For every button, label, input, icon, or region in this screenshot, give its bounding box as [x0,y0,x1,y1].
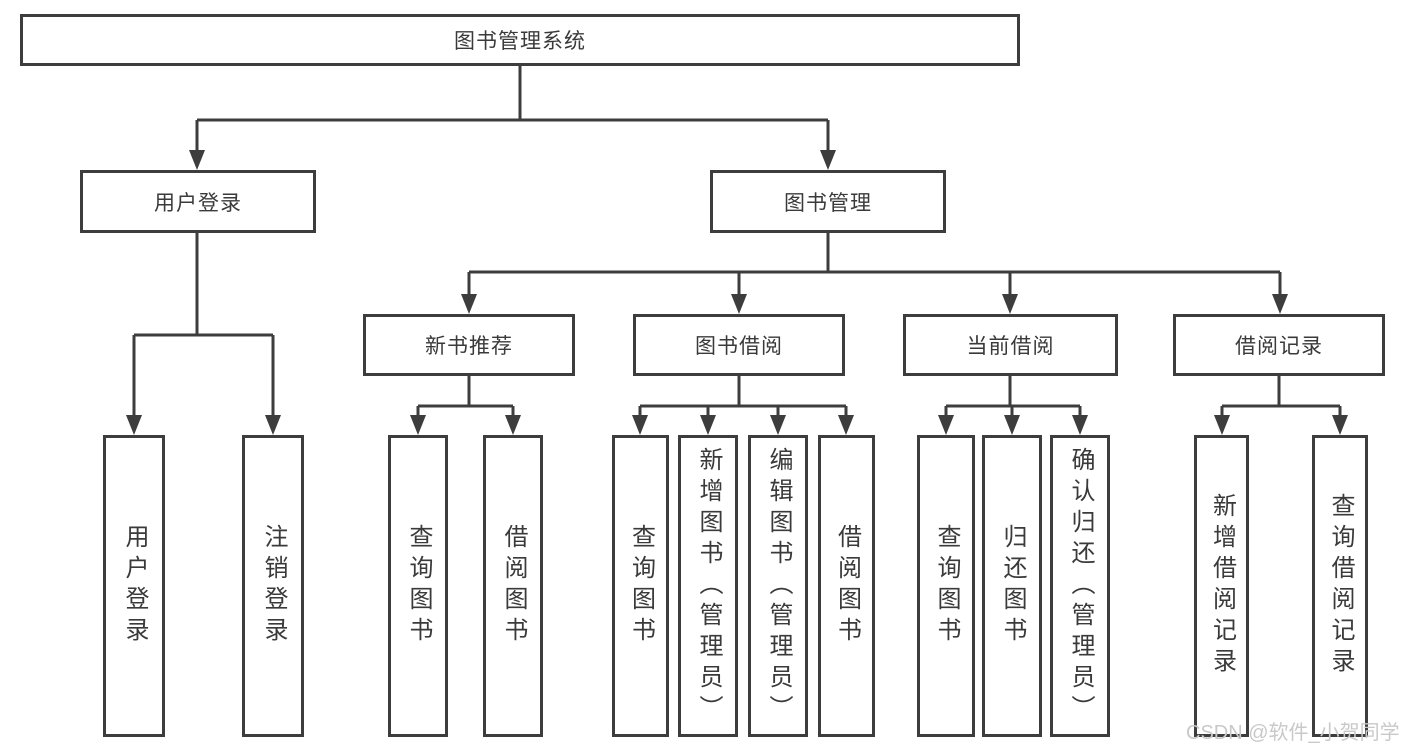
leaf-bb-add-books-admin-label: 新增图书（管理员） [695,446,722,726]
node-user-login: 用户登录 [80,170,316,233]
leaf-cb-return-books: 归还图书 [982,435,1042,737]
arrowhead [1272,294,1288,314]
connector-current-borrow [938,376,1088,435]
arrowhead [265,415,281,435]
leaf-bb-borrow-books: 借阅图书 [818,435,875,737]
arrowhead [700,415,716,435]
leaf-cb-query-books-label: 查询图书 [933,524,960,648]
leaf-nbr-query-books: 查询图书 [388,435,448,737]
node-root-label: 图书管理系统 [454,30,586,53]
leaf-nbr-query-books-label: 查询图书 [405,524,432,648]
connector-book-borrow [632,376,854,435]
leaf-bb-edit-books-admin-label: 编辑图书（管理员） [765,446,792,726]
arrowhead [820,150,836,170]
leaf-nbr-borrow-books: 借阅图书 [483,435,543,737]
node-new-book-rec-label: 新书推荐 [425,335,513,358]
node-new-book-rec: 新书推荐 [363,314,575,376]
leaf-user-login-label: 用户登录 [121,524,148,648]
arrowhead [838,415,854,435]
leaf-cb-confirm-return-admin: 确认归还（管理员） [1050,435,1110,737]
leaf-logout: 注销登录 [242,435,304,737]
leaf-br-add-record: 新增借阅记录 [1194,435,1249,737]
arrowhead [632,415,648,435]
leaf-br-query-record: 查询借阅记录 [1312,435,1368,737]
leaf-br-query-record-label: 查询借阅记录 [1327,493,1354,679]
arrowhead [1002,294,1018,314]
leaf-nbr-borrow-books-label: 借阅图书 [500,524,527,648]
arrowhead [1004,415,1020,435]
csdn-watermark: CSDN @软件_小贺同学 [1186,722,1400,744]
node-book-borrow-label: 图书借阅 [695,335,783,358]
node-book-mgmt-label: 图书管理 [784,191,872,215]
connector-root [189,65,836,170]
node-borrow-records: 借阅记录 [1173,314,1385,376]
leaf-cb-return-books-label: 归还图书 [999,524,1026,648]
connector-user-login [126,233,281,435]
connector-book-mgmt [461,233,1288,314]
leaf-cb-query-books: 查询图书 [917,435,975,737]
node-book-mgmt: 图书管理 [710,170,946,233]
leaf-bb-query-books-label: 查询图书 [627,524,655,648]
node-borrow-records-label: 借阅记录 [1235,335,1323,358]
arrowhead [410,415,426,435]
arrowhead [505,415,521,435]
node-current-borrow-label: 当前借阅 [966,335,1055,358]
arrowhead [461,294,477,314]
leaf-cb-confirm-return-admin-label: 确认归还（管理员） [1067,446,1094,726]
connector-borrow-records [1214,376,1348,435]
connector-new-book-rec [410,376,521,435]
leaf-user-login: 用户登录 [103,435,165,737]
leaf-bb-borrow-books-label: 借阅图书 [833,524,861,648]
arrowhead [189,150,205,170]
arrowhead [938,415,954,435]
arrowhead [1214,415,1230,435]
node-user-login-label: 用户登录 [154,191,242,215]
arrowhead [770,415,786,435]
arrowhead [1332,415,1348,435]
arrowhead [126,415,142,435]
leaf-bb-add-books-admin: 新增图书（管理员） [678,435,738,737]
leaf-br-add-record-label: 新增借阅记录 [1208,493,1236,679]
leaf-bb-edit-books-admin: 编辑图书（管理员） [748,435,808,737]
arrowhead [1072,415,1088,435]
leaf-bb-query-books: 查询图书 [612,435,669,737]
arrowhead [731,294,747,314]
node-current-borrow: 当前借阅 [903,314,1118,376]
node-book-borrow: 图书借阅 [633,314,845,376]
leaf-logout-label: 注销登录 [260,524,287,648]
node-root-system: 图书管理系统 [20,14,1020,66]
